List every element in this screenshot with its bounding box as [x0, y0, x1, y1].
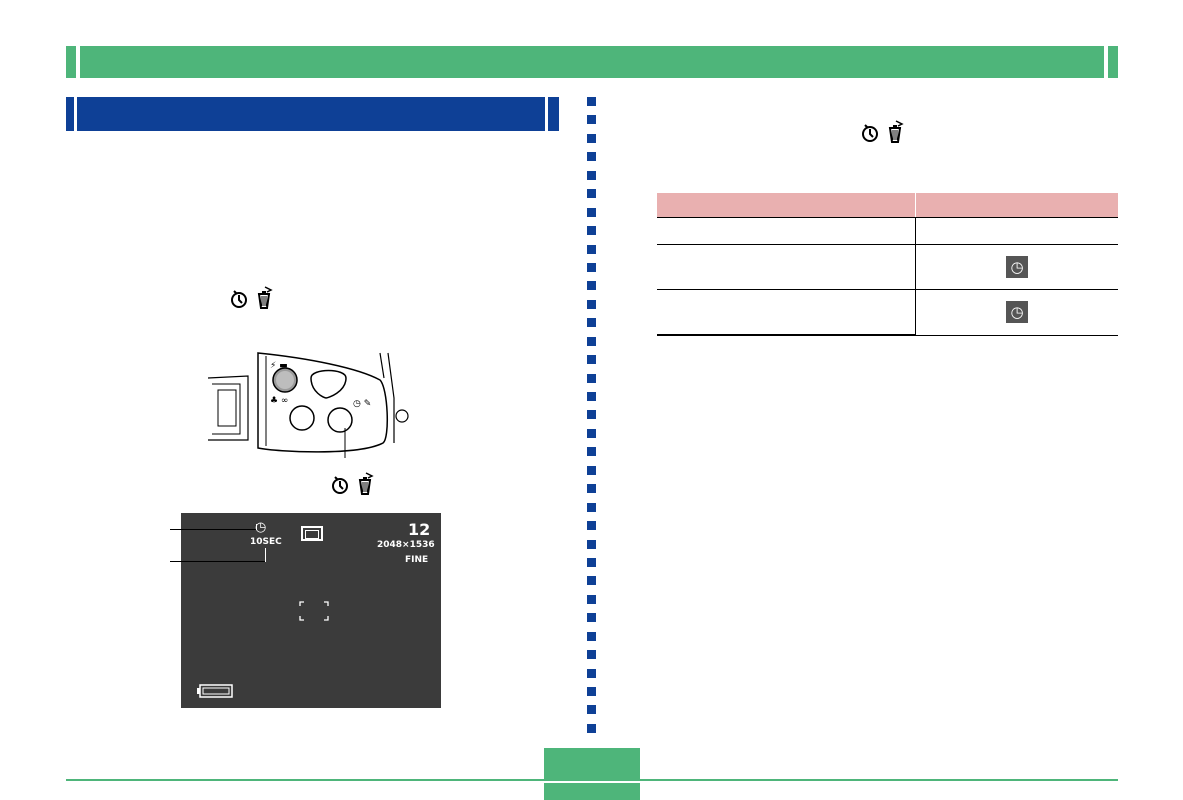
svg-text:◷ ✎: ◷ ✎ [353, 399, 371, 409]
lcd-record-mode-icon [301, 526, 323, 541]
table-cell: ◷ [915, 289, 1118, 336]
svg-text:♣ ∞: ♣ ∞ [270, 396, 288, 406]
self-timer-table: ◷ ◷ [657, 193, 1118, 336]
section-title-bar [66, 97, 559, 131]
column-divider [587, 97, 596, 733]
section-bar-divider [545, 97, 548, 131]
table-header-cell [657, 193, 916, 218]
table-row: ◷ [657, 244, 1118, 290]
table-row [657, 217, 1118, 245]
callout-leader-line [256, 524, 257, 530]
table-row: ◷ [657, 289, 1118, 336]
lcd-self-timer-icon: ◷ [255, 520, 267, 535]
lcd-resolution: 2048×1536 [377, 540, 435, 550]
lcd-focus-frame [299, 601, 329, 626]
table-cell [915, 217, 1118, 245]
footer-rule [66, 779, 1118, 781]
self-timer-icon: ◷ [1006, 256, 1028, 278]
callout-leader-line [170, 529, 256, 530]
table-cell [657, 217, 916, 245]
table-cell: ◷ [915, 244, 1118, 290]
header-bar-divider [76, 46, 80, 78]
timer-delete-button-icon [229, 286, 279, 317]
page-number-tab [544, 748, 640, 779]
header-bar-divider [1104, 46, 1108, 78]
svg-text:⚡ ▬: ⚡ ▬ [270, 361, 288, 371]
lcd-battery-icon [196, 684, 234, 703]
callout-leader-line [265, 548, 266, 562]
lcd-timer-duration: 10SEC [250, 537, 282, 547]
section-bar-divider [74, 97, 77, 131]
page-number-tab [544, 783, 640, 800]
timer-delete-button-icon [330, 472, 380, 503]
camera-illustration: ⚡ ▬ ♣ ∞ ◷ ✎ [207, 348, 412, 460]
table-cell [657, 289, 916, 336]
timer-delete-button-icon [860, 120, 910, 151]
lcd-quality: FINE [405, 555, 429, 565]
table-cell [657, 244, 916, 290]
table-header-cell [915, 193, 1118, 218]
lcd-monitor-screen [181, 513, 441, 708]
self-timer-icon: ◷ [1006, 301, 1028, 324]
callout-leader-line [170, 561, 265, 562]
page-header-bar [66, 46, 1118, 78]
lcd-shots-remaining: 12 [408, 520, 431, 539]
